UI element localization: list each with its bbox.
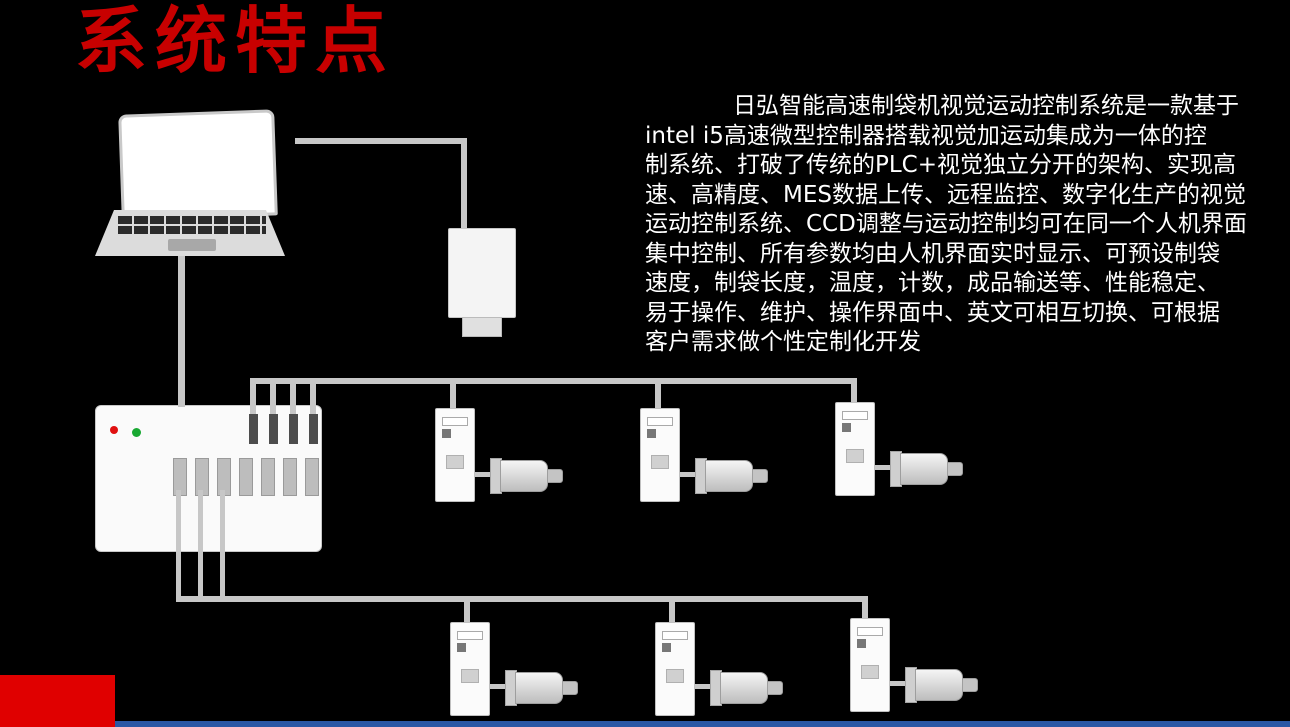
bus-top <box>250 378 857 384</box>
description-line: 运动控制系统、CCD调整与运动控制均可在同一个人机界面 <box>645 211 1247 237</box>
cable-controller-top <box>250 382 256 414</box>
drive-port <box>442 429 451 438</box>
description-line: 速度，制袋长度，温度，计数，成品输送等、性能稳定、 <box>645 270 1220 296</box>
drive-port <box>647 429 656 438</box>
cable-controller-top <box>310 382 316 414</box>
controller-top-port <box>269 414 278 444</box>
drive-slot <box>647 417 673 426</box>
servo-motor-3 <box>890 451 963 487</box>
cable-controller-top <box>290 382 296 414</box>
drive-slot <box>857 627 883 636</box>
controller-connector-slot <box>239 458 253 496</box>
controller-top-port <box>289 414 298 444</box>
description-line: 日弘智能高速制袋机视觉运动控制系统是一款基于 <box>733 93 1239 119</box>
drive-connector <box>461 669 479 683</box>
motor-body <box>720 672 768 704</box>
description-text: 日弘智能高速制袋机视觉运动控制系统是一款基于 intel i5高速微型控制器搭载… <box>645 92 1280 358</box>
drive-slot <box>442 417 468 426</box>
servo-motor-5 <box>710 670 783 706</box>
controller-pin <box>176 490 181 600</box>
cable-controller-top <box>270 382 276 414</box>
servo-drive-5 <box>655 622 695 716</box>
cable-drop-drive-5 <box>669 600 675 624</box>
laptop-keyboard <box>118 214 266 234</box>
controller-connector-slot <box>283 458 297 496</box>
green-led-indicator <box>132 428 141 437</box>
cable-drop-drive-3 <box>851 382 857 406</box>
drive-port <box>457 643 466 652</box>
drive-slot <box>842 411 868 420</box>
ccd-camera <box>448 228 516 318</box>
drive-port <box>842 423 851 432</box>
red-led-indicator <box>110 426 118 434</box>
drive-connector <box>666 669 684 683</box>
servo-drive-3 <box>835 402 875 496</box>
cable-drive-motor <box>473 472 491 477</box>
drive-port <box>662 643 671 652</box>
cable-drive-motor <box>888 681 906 686</box>
servo-drive-6 <box>850 618 890 712</box>
controller-pin <box>220 490 225 600</box>
controller-pin <box>198 490 203 600</box>
motor-shaft <box>752 469 768 483</box>
cable-drop-drive-2 <box>655 382 661 410</box>
cable-drive-motor <box>693 684 711 689</box>
page-title: 系统特点 <box>75 0 396 83</box>
controller-top-port <box>249 414 258 444</box>
servo-motor-1 <box>490 458 563 494</box>
cable-camera-drop <box>461 138 467 230</box>
motor-body <box>705 460 753 492</box>
ccd-camera-lens <box>462 317 502 337</box>
servo-motor-2 <box>695 458 768 494</box>
cable-drop-drive-1 <box>450 382 456 410</box>
drive-slot <box>662 631 688 640</box>
servo-drive-1 <box>435 408 475 502</box>
motor-shaft <box>562 681 578 695</box>
motion-controller <box>95 405 322 552</box>
cable-drive-motor <box>488 684 506 689</box>
cable-laptop-controller <box>178 253 185 407</box>
drive-port <box>857 639 866 648</box>
laptop-screen <box>118 109 278 221</box>
cable-laptop-camera <box>295 138 467 144</box>
cable-drive-motor <box>678 472 696 477</box>
drive-connector <box>846 449 864 463</box>
controller-connector-slot <box>261 458 275 496</box>
footer-blue-bar <box>115 721 1290 727</box>
servo-drive-4 <box>450 622 490 716</box>
controller-connector-slot <box>305 458 319 496</box>
description-line: 客户需求做个性定制化开发 <box>645 329 921 355</box>
description-line: 速、高精度、MES数据上传、远程监控、数字化生产的视觉 <box>645 181 1246 208</box>
cable-drive-motor <box>873 465 891 470</box>
motor-shaft <box>947 462 963 476</box>
motor-shaft <box>767 681 783 695</box>
laptop-touchpad <box>168 239 216 251</box>
description-line: 制系统、打破了传统的PLC+视觉独立分开的架构、实现高 <box>645 152 1237 178</box>
motor-body <box>500 460 548 492</box>
description-line: 易于操作、维护、操作界面中、英文可相互切换、可根据 <box>645 299 1220 326</box>
drive-slot <box>457 631 483 640</box>
drive-connector <box>651 455 669 469</box>
servo-motor-4 <box>505 670 578 706</box>
motor-body <box>915 669 963 701</box>
description-line: intel i5高速微型控制器搭载视觉加运动集成为一体的控 <box>645 122 1207 149</box>
cable-drop-drive-4 <box>464 600 470 624</box>
servo-drive-2 <box>640 408 680 502</box>
description-line: 集中控制、所有参数均由人机界面实时显示、可预设制袋 <box>645 240 1220 267</box>
controller-top-port <box>309 414 318 444</box>
motor-shaft <box>962 678 978 692</box>
bus-bottom <box>176 596 868 602</box>
drive-connector <box>446 455 464 469</box>
drive-connector <box>861 665 879 679</box>
footer-red-block <box>0 675 115 727</box>
motor-body <box>900 453 948 485</box>
motor-shaft <box>547 469 563 483</box>
servo-motor-6 <box>905 667 978 703</box>
motor-body <box>515 672 563 704</box>
cable-drop-drive-6 <box>862 600 868 620</box>
